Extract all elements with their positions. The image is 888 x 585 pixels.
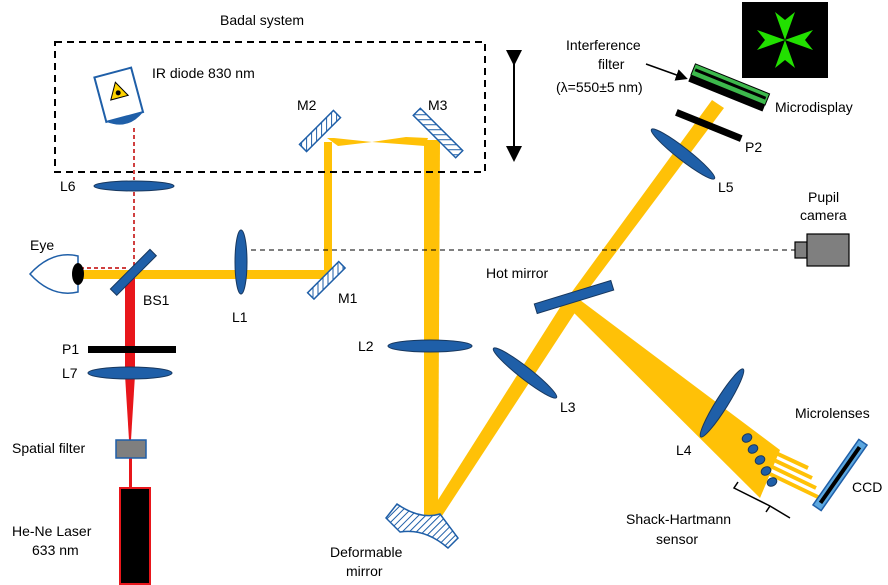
pupil-camera [794, 233, 850, 267]
spatial-filter [115, 439, 147, 459]
mirror-m3-label: M3 [428, 97, 448, 113]
beam-hot-mirror-to-shack-hartmann [566, 300, 780, 498]
display-screen [742, 2, 828, 78]
pupil-camera-label-line2: camera [800, 207, 847, 223]
lens-l2-label: L2 [358, 338, 374, 354]
he-ne-laser [119, 487, 151, 585]
laser-beam-taper [125, 375, 135, 440]
microdisplay-label: Microdisplay [775, 99, 853, 115]
beam-microlens-4 [769, 472, 821, 500]
beam-m1-to-m2 [324, 142, 332, 272]
deformable-mirror [384, 502, 459, 550]
mirror-m1 [306, 260, 347, 301]
filter-pointer-arrow [645, 63, 688, 81]
ccd-sensor [811, 438, 869, 512]
badal-system-box [54, 41, 486, 173]
lens-l1 [234, 229, 248, 295]
microlenses-label: Microlenses [795, 405, 870, 421]
ir-diode-label: IR diode 830 nm [152, 65, 255, 81]
eye-label: Eye [30, 237, 54, 253]
microdisplay-panel [688, 75, 766, 112]
lens-l4-label: L4 [676, 442, 692, 458]
aperture-p1 [88, 346, 176, 353]
microlens-array [741, 433, 778, 487]
aperture-p2-label: P2 [745, 139, 762, 155]
deformable-mirror-label-line2: mirror [346, 563, 383, 579]
lens-l3 [492, 347, 558, 399]
beam-m2-to-m3 [327, 137, 428, 146]
maltese-cross-icon [757, 12, 813, 68]
lens-l3-label: L3 [560, 399, 576, 415]
lens-l2 [387, 339, 473, 353]
beam-splitter-bs1 [109, 248, 158, 297]
interference-filter-label-line3: (λ=550±5 nm) [556, 79, 643, 95]
lens-l5 [650, 128, 716, 180]
beam-microlens-2 [756, 450, 813, 480]
shack-hartmann-label-line1: Shack-Hartmann [626, 511, 731, 527]
laser-label-line2: 633 nm [32, 542, 79, 558]
deformable-mirror-label-line1: Deformable [330, 544, 403, 560]
interference-filter-label-line1: Interference [566, 37, 641, 53]
mirror-m2-label: M2 [297, 97, 317, 113]
lens-l4 [699, 368, 745, 438]
hot-mirror [533, 279, 615, 315]
eye-icon [28, 254, 84, 294]
lens-l7 [87, 366, 173, 380]
mirror-m2 [298, 109, 342, 153]
pupil-camera-label-line1: Pupil [808, 189, 839, 205]
beam-deformable-to-hot-mirror [424, 298, 580, 522]
interference-filter-label-line2: filter [598, 56, 625, 72]
spatial-filter-label: Spatial filter [12, 440, 85, 456]
lens-l6 [93, 180, 175, 192]
beam-eye-to-m1 [80, 270, 328, 279]
beam-m3-to-deformable [424, 140, 440, 520]
ccd-label: CCD [852, 479, 882, 495]
mirror-m1-label: M1 [338, 290, 358, 306]
ir-diode [93, 66, 145, 125]
laser-beam-vertical [125, 275, 135, 375]
lens-l5-label: L5 [718, 179, 734, 195]
lens-l1-label: L1 [232, 309, 248, 325]
beam-splitter-bs1-label: BS1 [143, 292, 170, 308]
beam-microlens-1 [749, 439, 809, 470]
badal-system-label: Badal system [220, 12, 304, 28]
beam-hot-mirror-to-microdisplay [566, 100, 724, 303]
beam-paths [80, 100, 821, 522]
laser-label-line1: He-Ne Laser [12, 523, 92, 539]
aperture-p2 [675, 109, 743, 142]
shack-hartmann-label-line2: sensor [656, 531, 698, 547]
hot-mirror-label: Hot mirror [486, 265, 549, 281]
microdisplay-assembly [688, 63, 771, 112]
beam-microlens-3 [763, 461, 817, 490]
mirror-m3 [412, 107, 464, 159]
lens-l6-label: L6 [60, 178, 76, 194]
shack-hartmann-bracket [732, 481, 791, 519]
laser-beam-lower [129, 458, 132, 488]
aperture-p1-label: P1 [62, 341, 79, 357]
lens-l7-label: L7 [62, 365, 78, 381]
